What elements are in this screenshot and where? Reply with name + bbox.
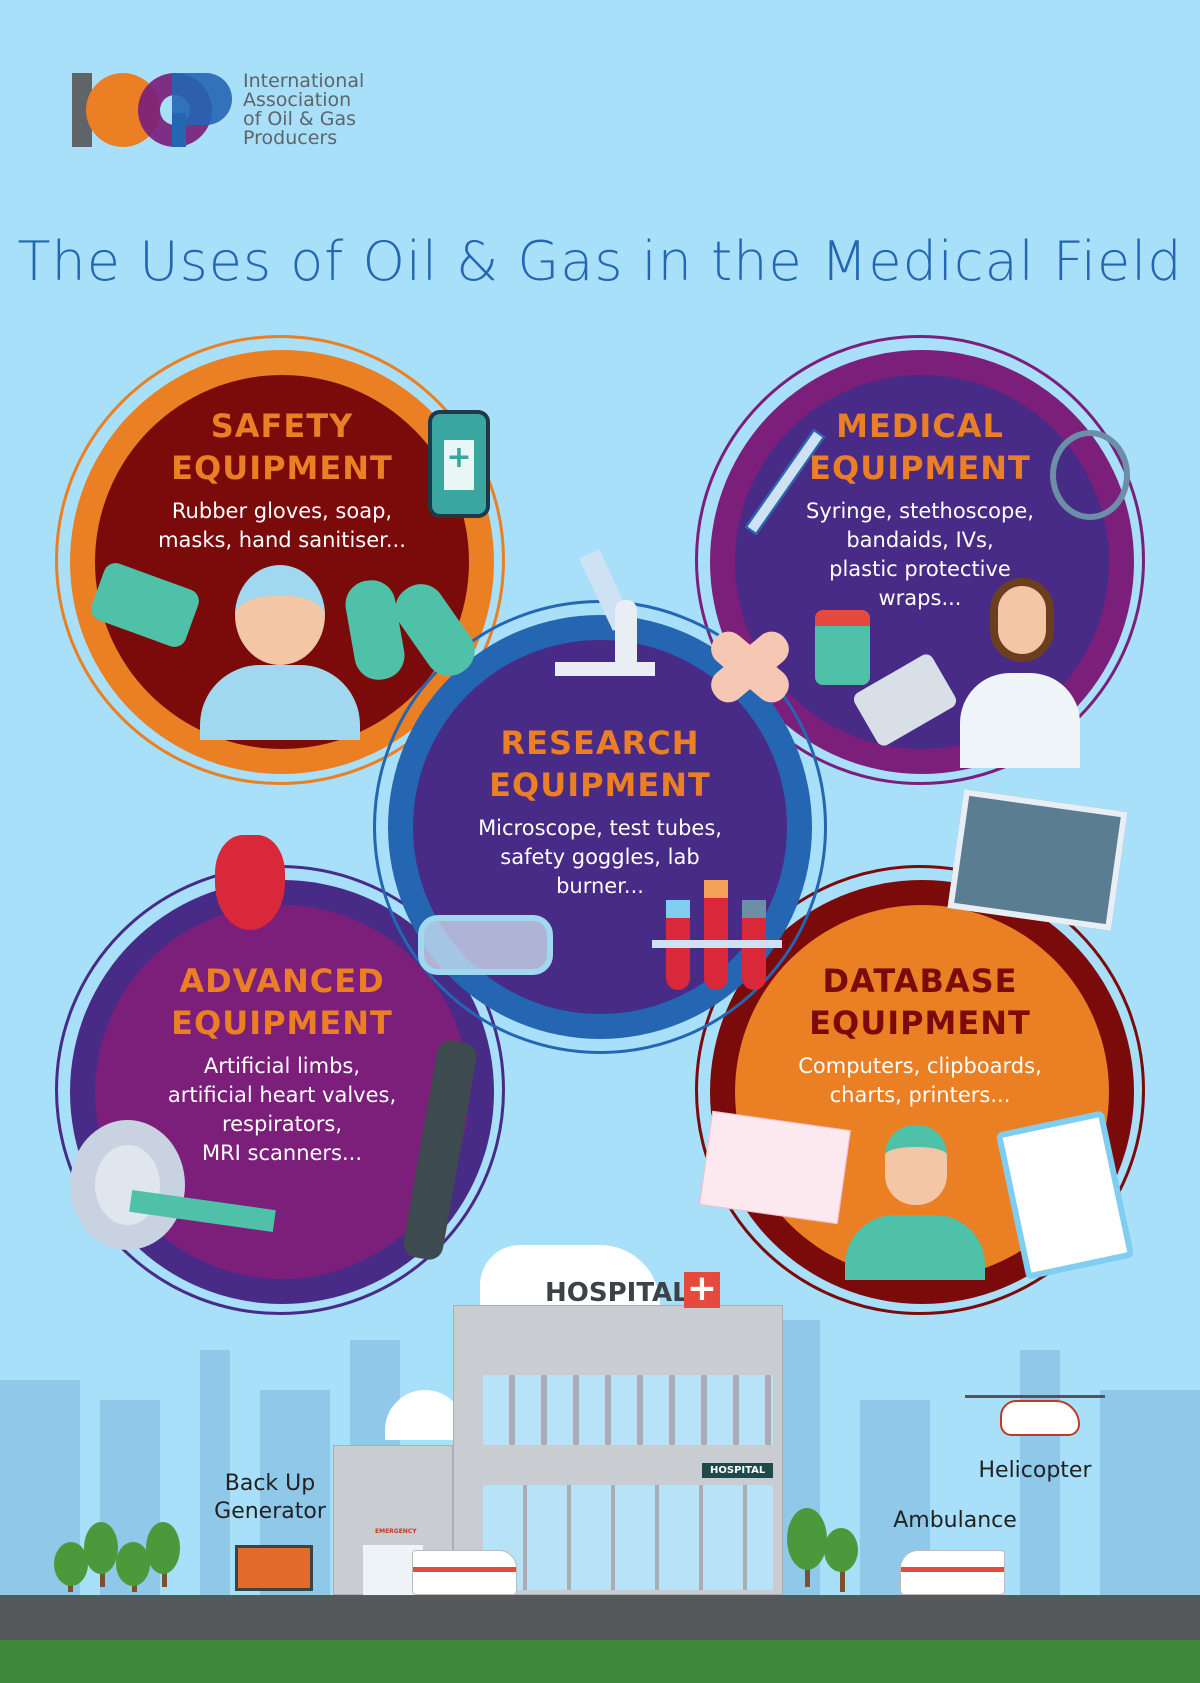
text-line: plastic protective xyxy=(829,557,1011,581)
hospital-small-sign: HOSPITAL xyxy=(702,1463,774,1478)
safety-text: SAFETY EQUIPMENT Rubber gloves, soap, mask… xyxy=(132,405,432,555)
text-line: Generator xyxy=(214,1499,326,1524)
text-line: Syringe, stethoscope, xyxy=(806,499,1034,523)
text-line: EQUIPMENT xyxy=(489,766,711,804)
safety-title: SAFETY EQUIPMENT xyxy=(132,405,432,489)
stethoscope-icon xyxy=(1050,430,1130,520)
text-line: ADVANCED xyxy=(179,962,385,1000)
doctor-male-icon xyxy=(845,1125,985,1280)
doctor-female-icon xyxy=(960,578,1080,768)
heart-icon xyxy=(215,835,285,930)
road xyxy=(0,1595,1200,1640)
text-line: burner... xyxy=(556,874,644,898)
hospital-building xyxy=(333,1305,783,1595)
text-line: DATABASE xyxy=(822,962,1018,1000)
text-line: EQUIPMENT xyxy=(171,1004,393,1042)
text-line: masks, hand sanitiser... xyxy=(158,528,406,552)
text-line: wraps... xyxy=(878,586,962,610)
logo-text: International Association of Oil & Gas P… xyxy=(243,72,403,148)
helicopter-rotor xyxy=(965,1395,1105,1398)
cloud xyxy=(480,1245,660,1315)
iogp-logo xyxy=(72,73,232,147)
advanced-text: ADVANCED EQUIPMENT Artificial limbs, artif… xyxy=(132,960,432,1168)
backup-generator-icon xyxy=(235,1545,313,1591)
text-line: EQUIPMENT xyxy=(809,1004,1031,1042)
logo-line: Association xyxy=(243,89,352,111)
research-text: RESEARCH EQUIPMENT Microscope, test tubes… xyxy=(450,722,750,901)
text-line: safety goggles, lab xyxy=(500,845,700,869)
text-line: Computers, clipboards, xyxy=(798,1054,1042,1078)
text-line: artificial heart valves, xyxy=(167,1083,397,1107)
hospital-rooftop-sign: HOSPITAL xyxy=(545,1278,689,1308)
advanced-description: Artificial limbs, artificial heart valves… xyxy=(132,1052,432,1168)
goggles-icon xyxy=(418,915,553,975)
microscope-icon xyxy=(555,549,655,680)
text-line: MEDICAL xyxy=(836,407,1004,445)
logo-line: Producers xyxy=(243,127,338,149)
text-line: SAFETY xyxy=(210,407,354,445)
helicopter-label: Helicopter xyxy=(978,1458,1092,1483)
database-text: DATABASE EQUIPMENT Computers, clipboards,… xyxy=(770,960,1070,1110)
medical-text: MEDICAL EQUIPMENT Syringe, stethoscope, ba… xyxy=(770,405,1070,613)
text-line: respirators, xyxy=(221,1112,343,1136)
advanced-title: ADVANCED EQUIPMENT xyxy=(132,960,432,1044)
logo-line: of Oil & Gas xyxy=(243,108,357,130)
red-cross-icon: + xyxy=(684,1271,720,1308)
ambulance-icon xyxy=(412,1550,517,1595)
test-tubes-icon xyxy=(652,880,782,995)
grass xyxy=(0,1640,1200,1683)
database-description: Computers, clipboards, charts, printers..… xyxy=(770,1052,1070,1110)
research-description: Microscope, test tubes, safety goggles, l… xyxy=(450,814,750,901)
text-line: Artificial limbs, xyxy=(203,1054,361,1078)
text-line: Microscope, test tubes, xyxy=(478,816,722,840)
text-line: bandaids, IVs, xyxy=(846,528,994,552)
ambulance-label: Ambulance xyxy=(893,1508,1017,1533)
safety-description: Rubber gloves, soap, masks, hand sanitise… xyxy=(132,497,432,555)
ecg-chart-icon xyxy=(699,1110,851,1225)
database-title: DATABASE EQUIPMENT xyxy=(770,960,1070,1044)
ambulance-icon xyxy=(900,1550,1005,1595)
hand-sanitiser-icon: + xyxy=(428,410,490,518)
medical-title: MEDICAL EQUIPMENT xyxy=(770,405,1070,489)
research-title: RESEARCH EQUIPMENT xyxy=(450,722,750,806)
emergency-sign: EMERGENCY xyxy=(375,1528,417,1535)
text-line: RESEARCH xyxy=(500,724,700,762)
text-line: Rubber gloves, soap, xyxy=(171,499,393,523)
backup-generator-label: Back Up Generator xyxy=(200,1470,340,1526)
helicopter-icon xyxy=(1000,1400,1080,1436)
pills-icon xyxy=(815,610,870,685)
logo-line: International xyxy=(243,70,365,92)
text-line: charts, printers... xyxy=(829,1083,1011,1107)
medical-description: Syringe, stethoscope, bandaids, IVs, plast… xyxy=(770,497,1070,613)
text-line: Back Up xyxy=(224,1471,316,1496)
doctor-masked-icon xyxy=(200,565,360,740)
page-title: The Uses of Oil & Gas in the Medical Fie… xyxy=(17,230,1183,293)
brain-monitor-icon xyxy=(947,789,1128,931)
gloves-icon xyxy=(341,574,485,690)
text-line: MRI scanners... xyxy=(201,1141,363,1165)
text-line: EQUIPMENT xyxy=(171,449,393,487)
text-line: EQUIPMENT xyxy=(809,449,1031,487)
